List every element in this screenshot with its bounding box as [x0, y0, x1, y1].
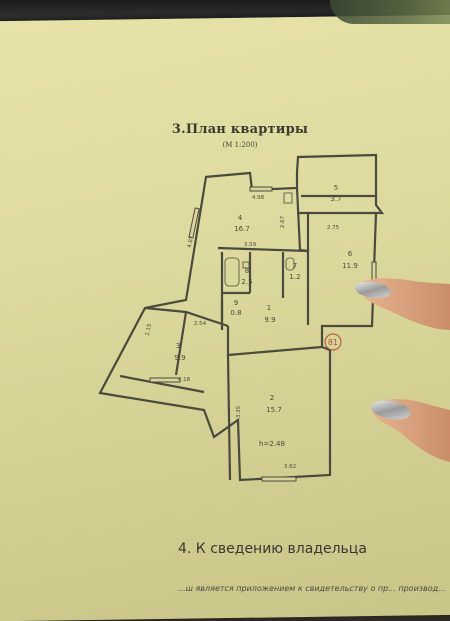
- next-section-text: ...ш является приложением к свидетельств…: [178, 584, 446, 593]
- stamp-circle-icon: [324, 333, 342, 351]
- fingers: [355, 278, 450, 462]
- room-2-area: 15.7: [266, 406, 282, 414]
- stove-icon: [283, 192, 293, 204]
- toilet-icon: [285, 257, 295, 271]
- dimension-label: 3.35: [236, 405, 242, 418]
- room-9-area: 0.8: [230, 309, 241, 317]
- dimension-label: 4.98: [252, 195, 265, 201]
- scale-label: (М 1:200): [222, 141, 258, 149]
- room-7-area: 1.2: [289, 273, 300, 281]
- room-8-number: 8: [245, 267, 249, 275]
- room-6-number: 6: [348, 250, 353, 258]
- inventory-stamp: 81: [324, 333, 342, 351]
- room-5-number: 5: [334, 184, 338, 192]
- dimension-label: 2.75: [327, 225, 340, 231]
- lower-nail-icon: [371, 400, 411, 420]
- room-1-area: 9.9: [264, 316, 275, 324]
- dimension-label: 3.62: [284, 464, 296, 470]
- room-labels: 1 9.9 2 15.7 3 9.9 4 16.7 5 3.7 6 11.9 7…: [174, 184, 357, 414]
- room-6-area: 11.9: [342, 262, 358, 270]
- ceiling-height: h=2.48: [259, 440, 285, 448]
- section-title: 3.План квартиры: [171, 122, 309, 137]
- dimension-label: 2.67: [280, 215, 286, 228]
- dimension-label: 2.15: [145, 323, 153, 337]
- bathtub-icon: [224, 257, 240, 287]
- room-7-number: 7: [293, 262, 297, 270]
- fixtures: [224, 192, 295, 287]
- room-1-number: 1: [267, 304, 271, 312]
- windows: [149, 186, 377, 482]
- dimension-label: 4.18: [178, 377, 191, 383]
- sink-icon: [242, 261, 250, 269]
- upper-finger-icon: [355, 278, 450, 330]
- dimension-label: 4.87: [187, 235, 195, 249]
- lower-finger-icon: [371, 399, 450, 462]
- room-3-number: 3: [176, 342, 180, 350]
- paper-fold: [330, 0, 450, 24]
- floor-plan: 1 9.9 2 15.7 3 9.9 4 16.7 5 3.7 6 11.9 7…: [98, 153, 385, 482]
- room-8-area: 2.5: [241, 278, 252, 286]
- exterior-walls: [98, 153, 385, 482]
- dimension-label: 2.54: [194, 321, 207, 327]
- next-section-title: 4. К сведению владельца: [178, 541, 367, 557]
- room-4-area: 16.7: [234, 225, 250, 233]
- room-3-area: 9.9: [174, 354, 185, 362]
- room-5-area: 3.7: [330, 195, 341, 203]
- room-9-number: 9: [234, 299, 238, 307]
- svg-text:81: 81: [328, 338, 338, 347]
- dimension-labels: 4.98 4.87 2.67 2.75 3.59 2.54 2.15 4.18 …: [145, 195, 340, 470]
- room-4-number: 4: [238, 214, 243, 222]
- dimension-label: 3.59: [244, 242, 257, 248]
- room-2-number: 2: [270, 394, 274, 402]
- upper-nail-icon: [355, 281, 391, 299]
